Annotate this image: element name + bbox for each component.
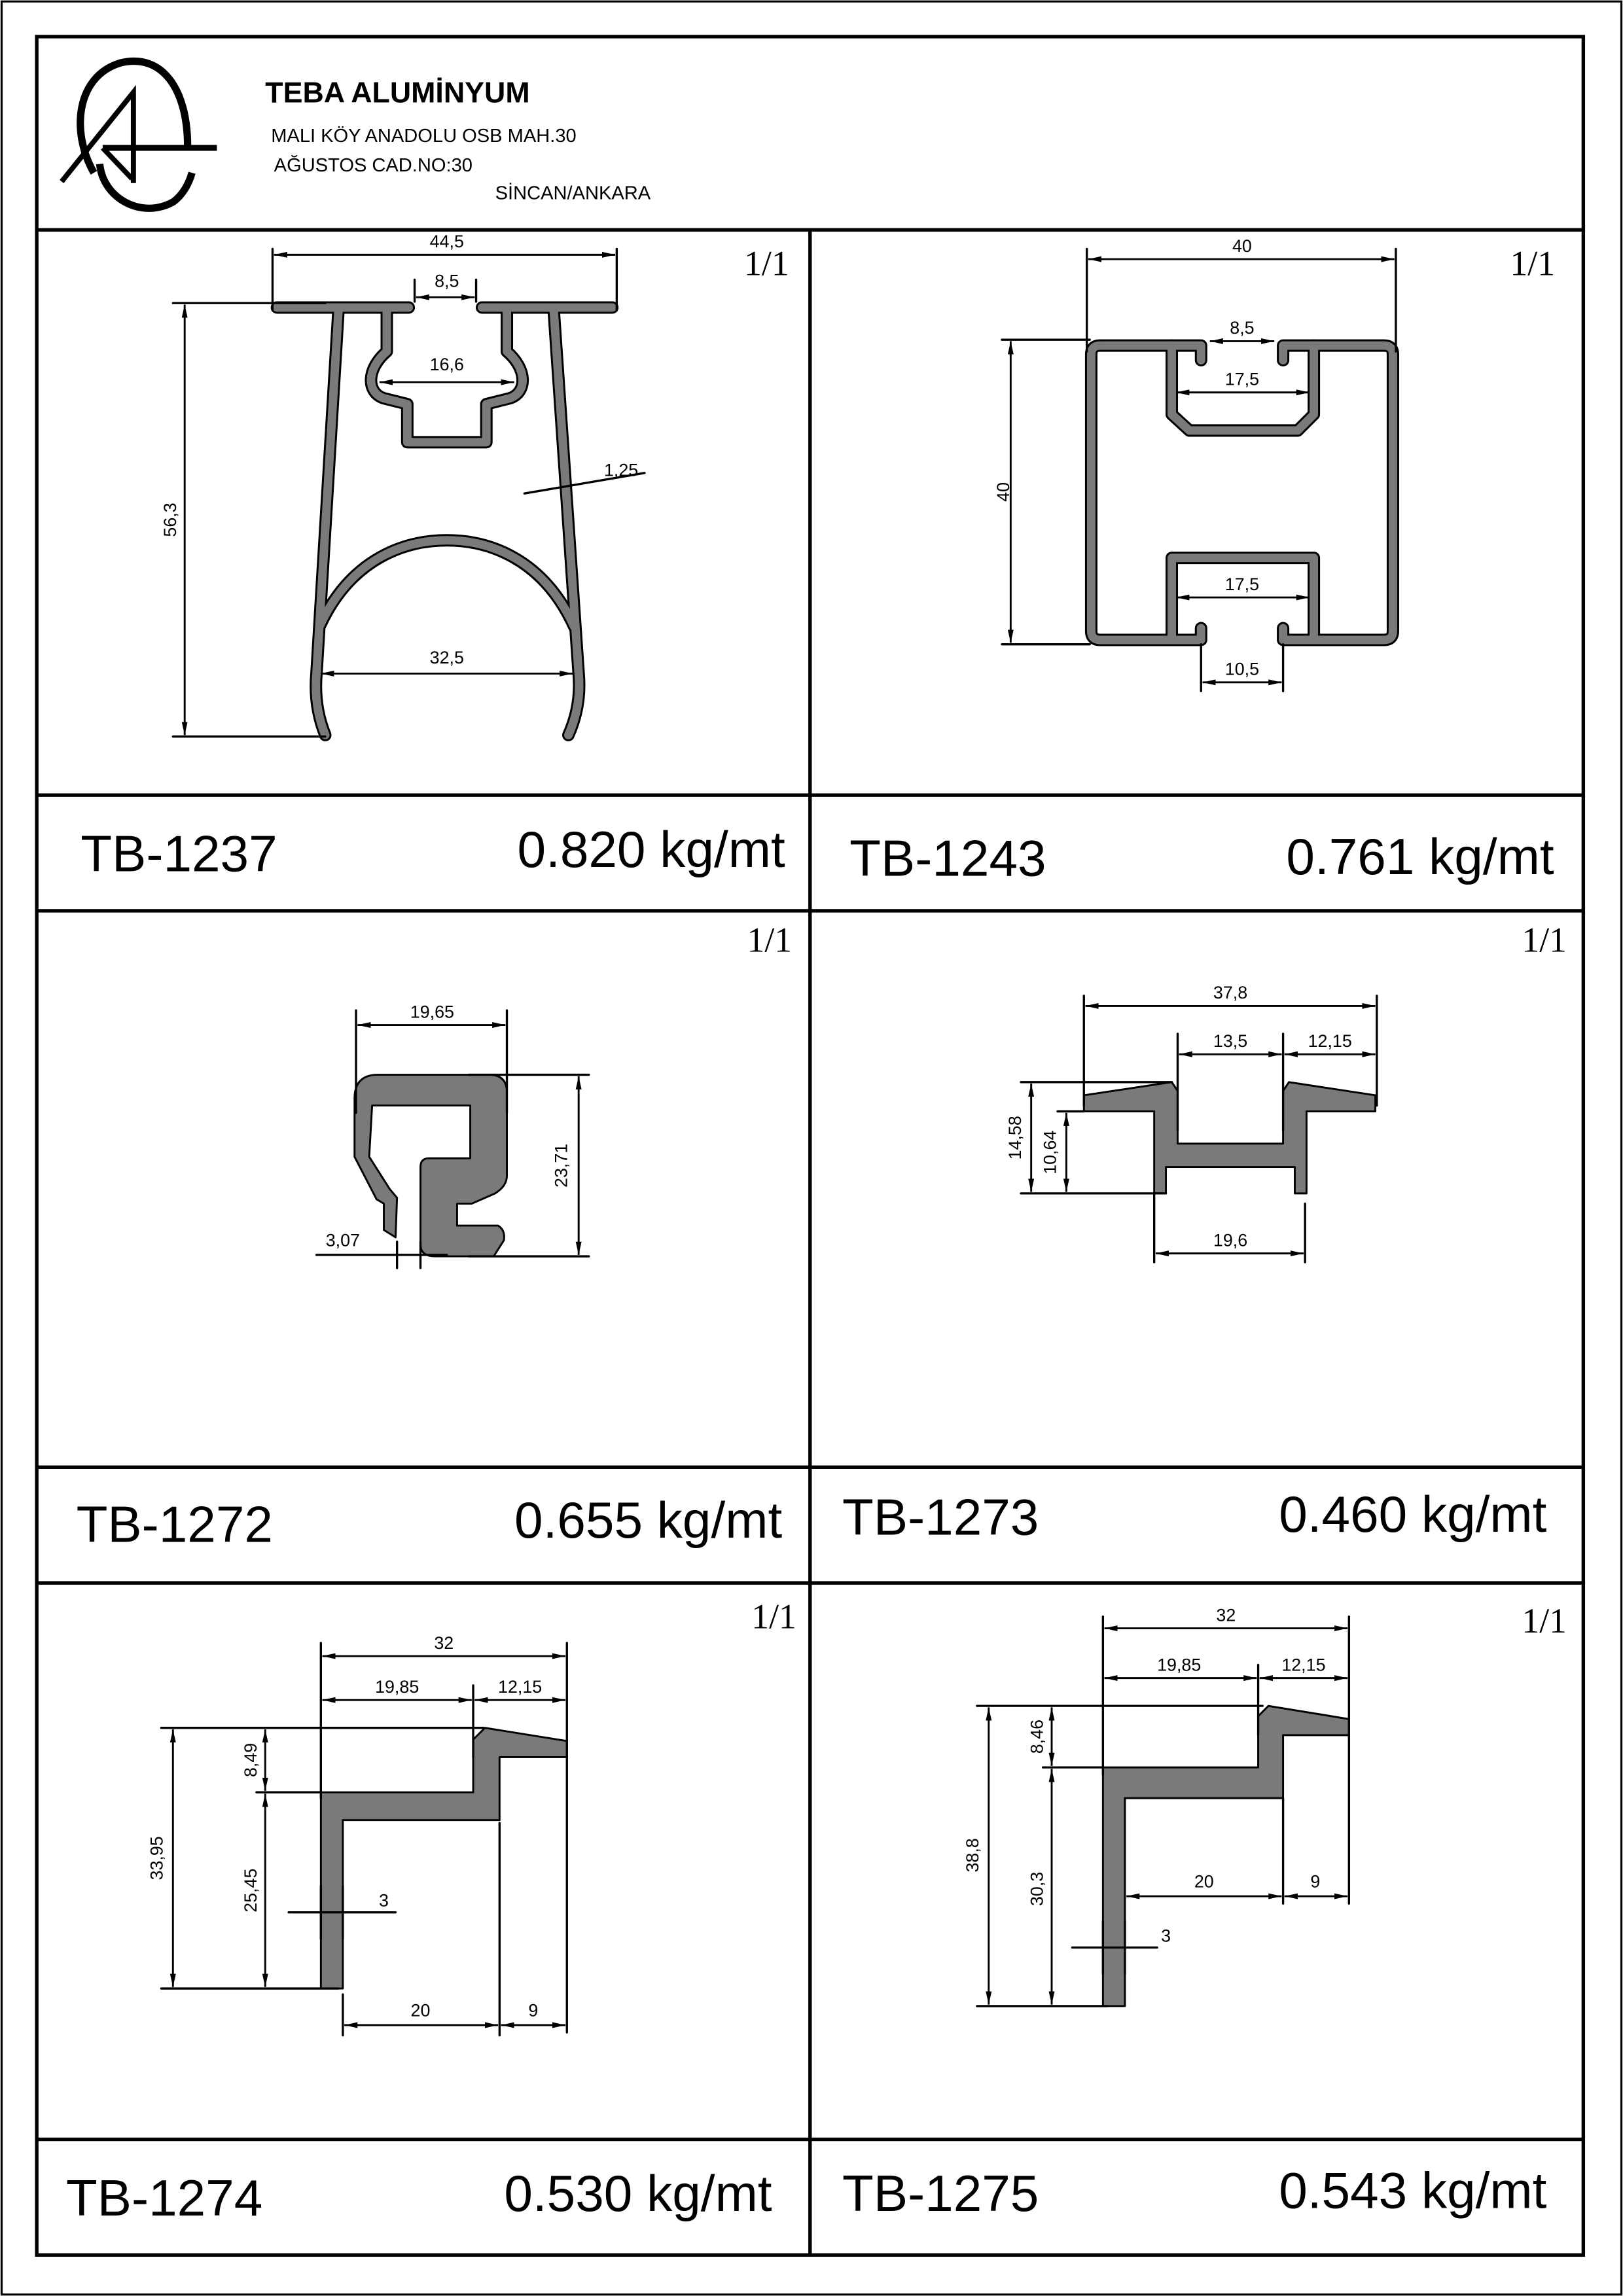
profile-weight: 0.820 kg/mt (518, 821, 785, 878)
dim-left-width: 19,85 (375, 1677, 419, 1697)
profile-drawing-tb-1275: 1/1 32 19,85 12,15 38,8 8,46 30,3 3 20 9 (963, 1601, 1567, 2007)
profile-label-tb-1243: TB-1243 0.761 kg/mt (849, 828, 1554, 887)
dim-base: 19,6 (1213, 1230, 1247, 1250)
profile-drawing-tb-1237: 1/1 44,5 8,5 16,6 56,3 1,25 32 (160, 232, 789, 741)
profile-drawing-tb-1243: 1/1 40 8,5 17,5 40 17,5 10,5 (993, 236, 1555, 692)
scale-label: 1/1 (744, 244, 789, 283)
profile-label-tb-1273: TB-1273 0.460 kg/mt (842, 1485, 1547, 1545)
dim-thickness: 3 (1161, 1926, 1171, 1945)
profile-code: TB-1275 (842, 2164, 1039, 2222)
dim-offset: 9 (528, 2001, 538, 2021)
company-name: TEBA ALUMİNYUM (265, 77, 529, 109)
dim-height: 56,3 (160, 503, 180, 537)
dim-base: 20 (1194, 1872, 1214, 1892)
dim-base: 20 (411, 2001, 431, 2021)
profile-weight: 0.655 kg/mt (514, 1491, 782, 1549)
dimensions: 32 19,85 12,15 33,95 8,49 25,45 3 20 9 (147, 1633, 568, 2037)
dim-arc: 32,5 (430, 648, 464, 667)
profile-drawing-tb-1274: 1/1 32 19,85 12,15 33,95 8,49 25,45 3 20… (147, 1597, 796, 2037)
dim-slot: 8,5 (435, 272, 459, 291)
profile-code: TB-1272 (77, 1495, 273, 1553)
profile-drawing-tb-1273: 1/1 37,8 13,5 12,15 14,58 10,64 19,6 (1005, 921, 1567, 1263)
dim-left-width: 19,85 (1157, 1655, 1201, 1674)
dim-slot-top: 8,5 (1230, 318, 1254, 338)
profile-weight: 0.761 kg/mt (1286, 828, 1554, 885)
dim-channel: 16,6 (430, 355, 464, 374)
company-logo (60, 57, 217, 212)
profile-drawing-tb-1272: 1/1 19,65 23,71 3,07 (315, 921, 793, 1269)
profile-code: TB-1243 (849, 829, 1046, 887)
dim-channel: 13,5 (1213, 1031, 1247, 1051)
profile-code: TB-1273 (842, 1488, 1039, 1545)
scale-label: 1/1 (1510, 244, 1555, 283)
dim-width: 19,65 (410, 1002, 454, 1021)
dim-inner-height: 10,64 (1041, 1131, 1060, 1174)
profile-shape (319, 1727, 568, 1990)
dim-width: 44,5 (430, 232, 464, 251)
dim-height: 14,58 (1005, 1116, 1025, 1159)
address-line-2: AĞUSTOS CAD.NO:30 (274, 154, 473, 176)
dim-height: 40 (993, 482, 1013, 502)
dim-slot-bottom: 10,5 (1225, 660, 1259, 679)
dim-upper-height: 8,49 (241, 1743, 260, 1777)
dim-gap: 3,07 (326, 1230, 360, 1250)
dim-width: 37,8 (1213, 983, 1247, 1002)
profile-weight: 0.543 kg/mt (1279, 2162, 1546, 2219)
dim-height: 23,71 (551, 1144, 571, 1188)
dimensions: 44,5 8,5 16,6 56,3 1,25 32,5 (160, 232, 646, 738)
dim-width: 40 (1232, 236, 1252, 256)
dim-width: 32 (1216, 1605, 1236, 1625)
dim-height: 38,8 (963, 1838, 982, 1872)
dim-upper-height: 8,46 (1027, 1720, 1047, 1754)
dim-wall: 1,25 (604, 460, 638, 480)
profile-shape (270, 301, 619, 741)
dim-flange: 12,15 (1308, 1031, 1352, 1051)
dimensions: 19,65 23,71 3,07 (315, 1002, 590, 1269)
profile-code: TB-1274 (66, 2169, 262, 2227)
address-city: SİNCAN/ANKARA (495, 182, 651, 203)
scale-label: 1/1 (1522, 1601, 1567, 1640)
scale-label: 1/1 (751, 1597, 796, 1636)
scale-label: 1/1 (747, 921, 793, 960)
dim-flange: 12,15 (498, 1677, 542, 1697)
dimensions: 32 19,85 12,15 38,8 8,46 30,3 3 20 9 (963, 1605, 1350, 2007)
profile-label-tb-1275: TB-1275 0.543 kg/mt (842, 2162, 1547, 2222)
address-line-1: MALI KÖY ANADOLU OSB MAH.30 (271, 126, 577, 147)
grid-lines (37, 228, 1584, 2255)
profile-label-tb-1272: TB-1272 0.655 kg/mt (77, 1491, 783, 1553)
header: TEBA ALUMİNYUM MALI KÖY ANADOLU OSB MAH.… (60, 57, 651, 212)
dim-height: 33,95 (147, 1836, 167, 1880)
profile-shape (353, 1074, 508, 1258)
dim-width: 32 (434, 1633, 454, 1653)
profile-shape (1082, 1081, 1377, 1195)
dim-flange: 12,15 (1281, 1655, 1325, 1674)
dim-channel-top: 17,5 (1225, 370, 1259, 389)
dim-lower-height: 25,45 (241, 1869, 260, 1913)
profile-label-tb-1237: TB-1237 0.820 kg/mt (80, 821, 785, 883)
dim-channel-bottom: 17,5 (1225, 574, 1259, 594)
scale-label: 1/1 (1522, 921, 1567, 960)
dimensions: 40 8,5 17,5 40 17,5 10,5 (993, 236, 1397, 692)
profile-weight: 0.530 kg/mt (504, 2164, 772, 2222)
dim-thickness: 3 (379, 1891, 389, 1911)
profile-weight: 0.460 kg/mt (1279, 1485, 1546, 1543)
dim-lower-height: 30,3 (1027, 1872, 1047, 1906)
profile-code: TB-1237 (80, 825, 277, 883)
profile-label-tb-1274: TB-1274 0.530 kg/mt (66, 2164, 772, 2227)
dim-offset: 9 (1310, 1872, 1320, 1892)
profile-shape (1084, 339, 1399, 646)
profile-shape (1101, 1704, 1350, 2007)
dimensions: 37,8 13,5 12,15 14,58 10,64 19,6 (1005, 983, 1378, 1263)
